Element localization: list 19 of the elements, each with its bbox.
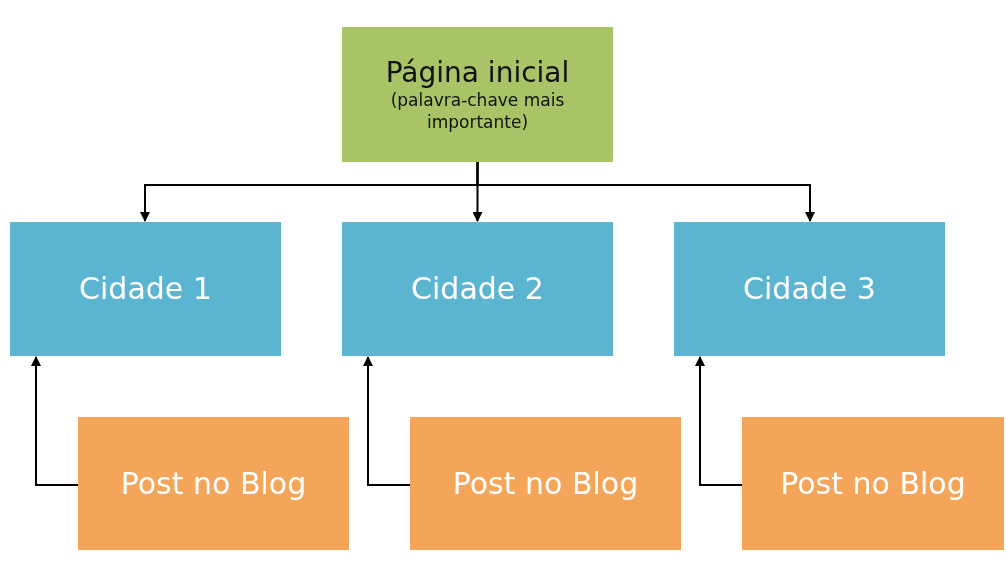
box-title: Página inicial [385,55,570,90]
box-title: Post no Blog [120,465,307,502]
city-box [10,222,281,356]
post-box [742,417,1004,550]
arrow [695,356,743,486]
box-title: Cidade 1 [79,271,212,307]
box-subtitle: (palavra-chave mais importante) [389,89,566,134]
city-box [674,222,945,356]
box-title: Cidade 2 [411,271,544,307]
box-title: Post no Blog [780,465,966,502]
post-box [78,417,349,550]
box-title: Post no Blog [452,465,639,502]
post-box [410,417,681,550]
city-box [342,222,613,356]
arrow [363,356,411,486]
arrow [476,161,815,222]
arrow [31,356,79,486]
home-page-box [342,27,613,162]
box-title: Cidade 3 [743,271,876,307]
